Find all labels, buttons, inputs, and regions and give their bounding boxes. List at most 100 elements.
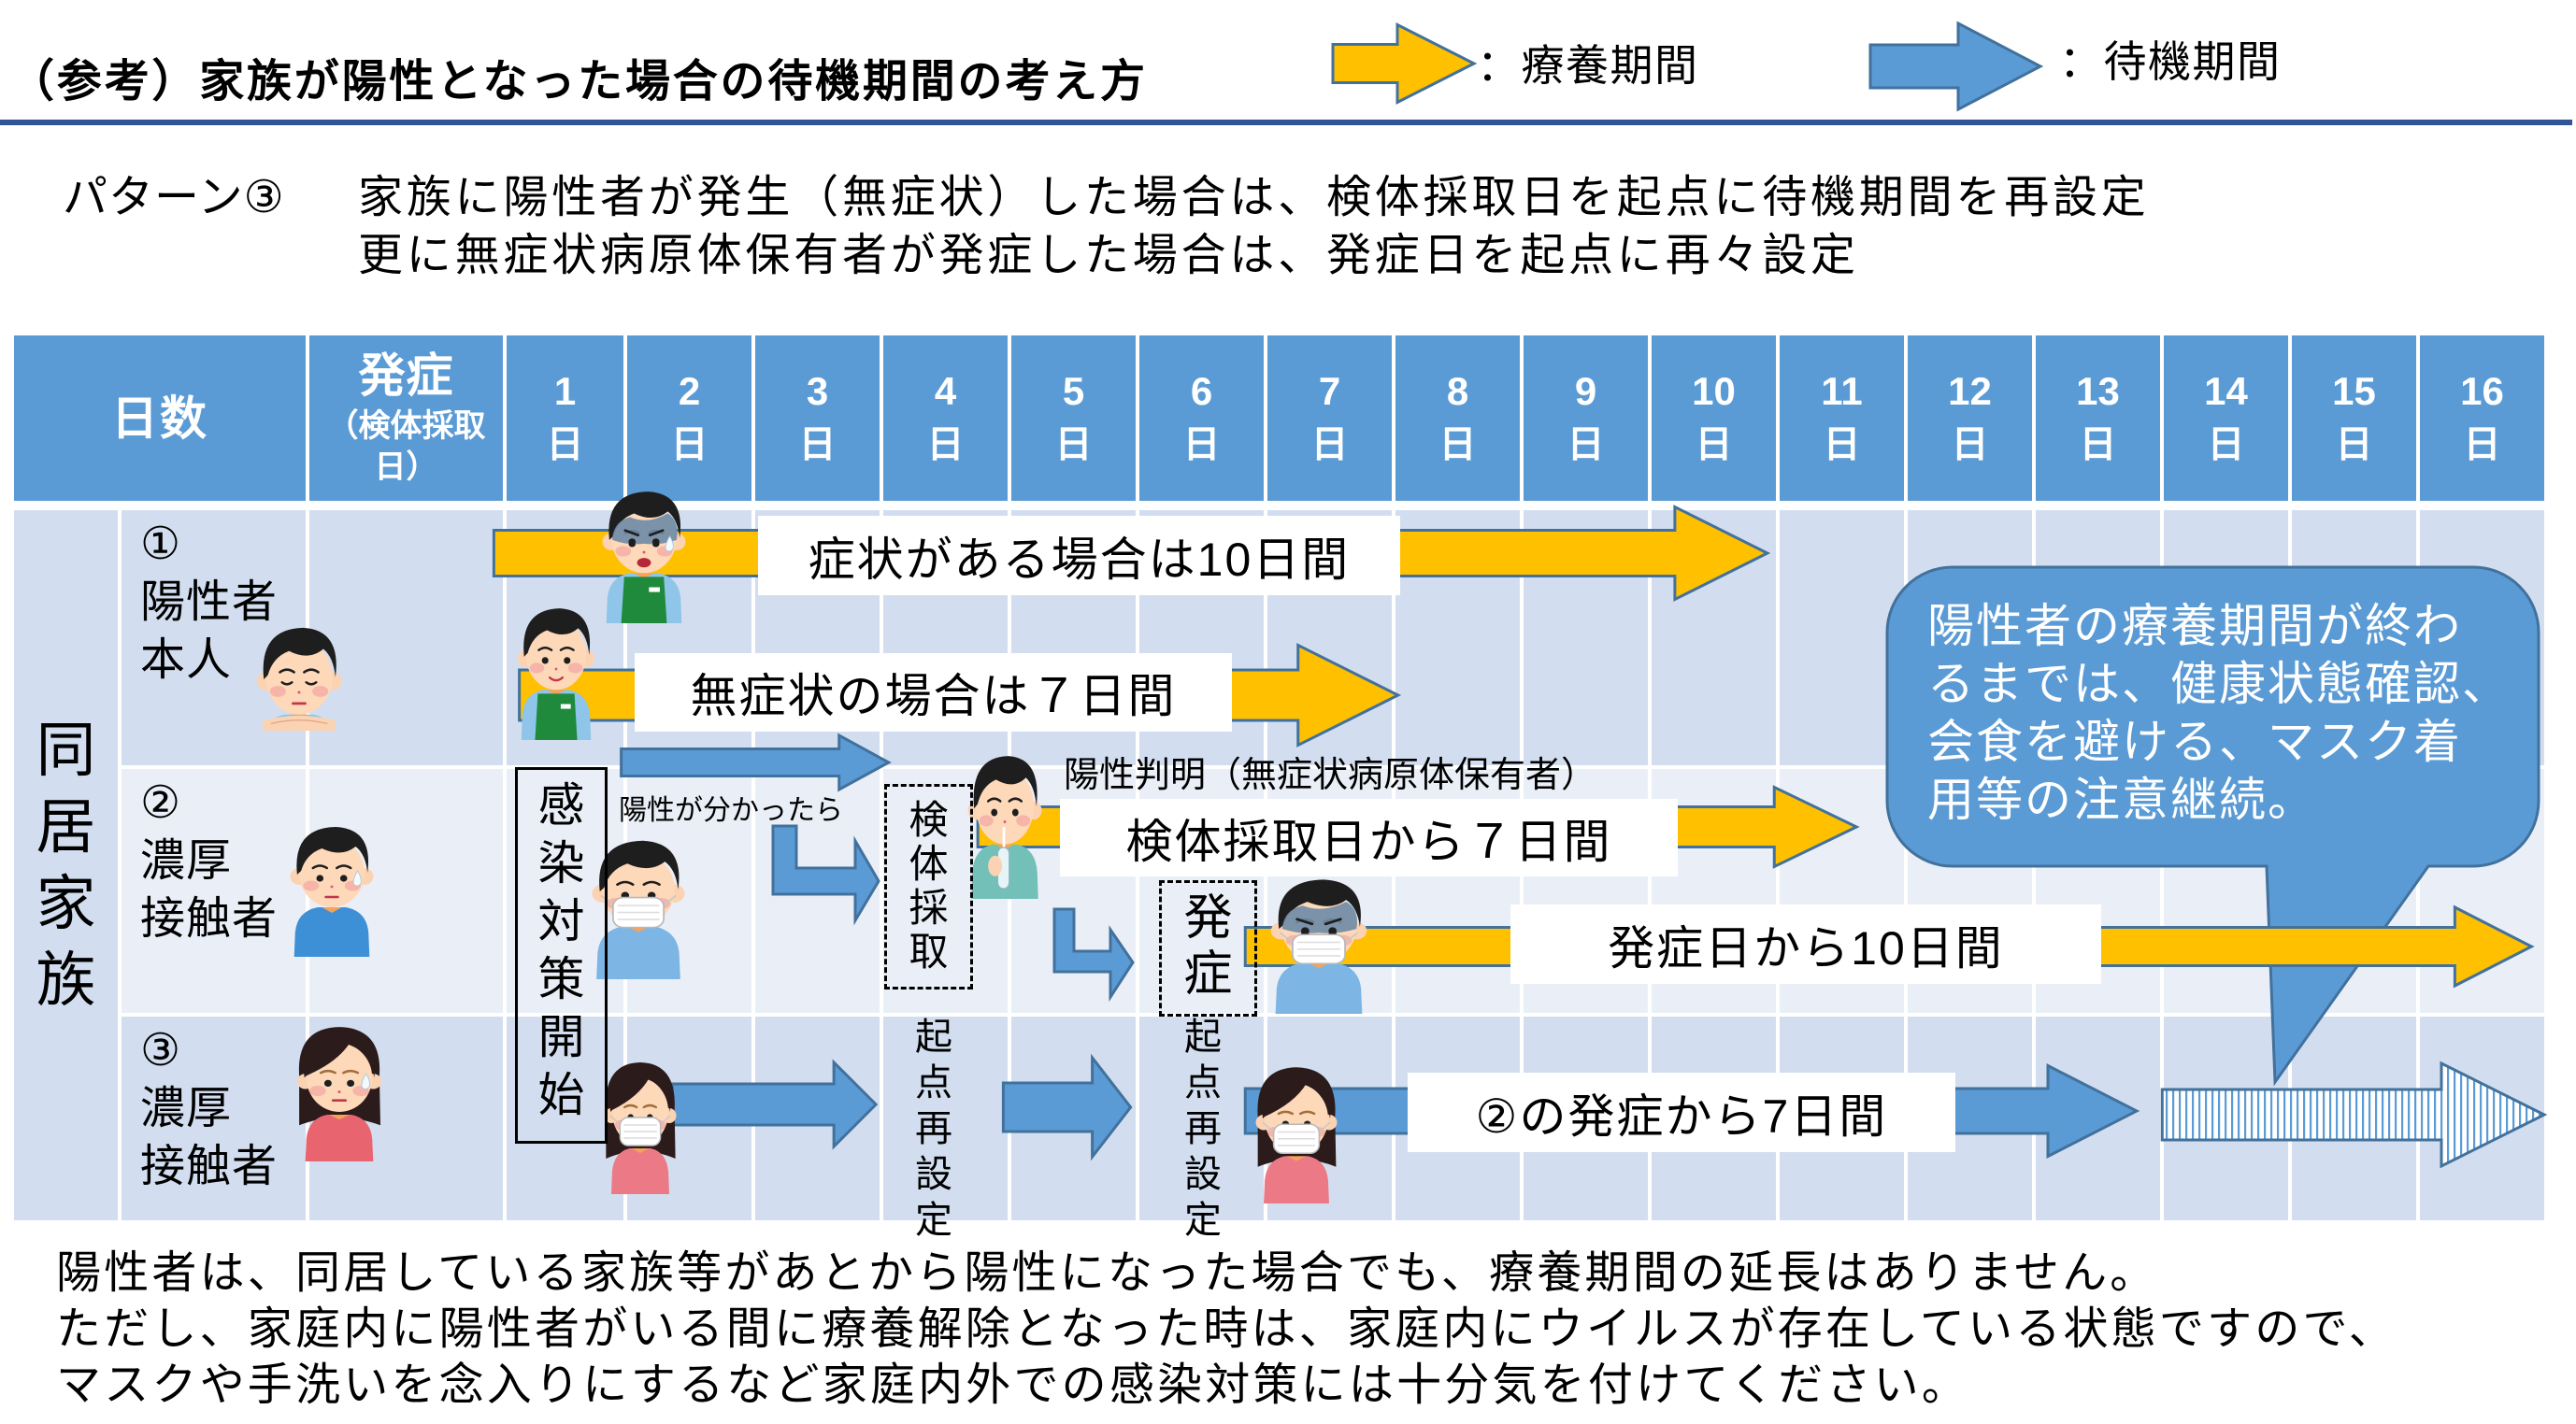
- day-header: 11 日: [1780, 335, 1904, 501]
- day-number: 15: [2332, 369, 2376, 413]
- day-header: 10 日: [1652, 335, 1776, 501]
- elbow-arrow-if-positive: [771, 824, 880, 926]
- header-onset-cell: 発症 （検体採取日）: [309, 335, 503, 501]
- day-number: 7: [1318, 369, 1341, 413]
- day-number: 16: [2460, 369, 2504, 413]
- row-label-3: ③ 濃厚 接触者: [122, 1017, 306, 1220]
- table-cell: [883, 1017, 1008, 1220]
- table-cell: [309, 510, 503, 765]
- callout-line: るまでは、健康状態確認、: [1927, 658, 2511, 710]
- day-header: 13 日: [2036, 335, 2160, 501]
- onset-label: 発症: [1183, 891, 1233, 1002]
- person-masked-woman-illustration: [603, 1061, 678, 1194]
- day-unit: 日: [2463, 424, 2501, 465]
- reset-start-label: 起点再設定: [1184, 1015, 1222, 1244]
- day-unit: 日: [1951, 424, 1989, 465]
- onset-box: 発症: [1159, 880, 1257, 1017]
- day-unit: 日: [1695, 424, 1733, 465]
- infection-control-start-label: 感染対策開始: [537, 779, 585, 1121]
- day-unit: 日: [926, 424, 965, 465]
- person-masked-woman-illustration: [1254, 1066, 1338, 1203]
- day-header: 15 日: [2292, 335, 2416, 501]
- row-number: ②: [140, 778, 182, 828]
- legend-isolation-arrow-icon: [1331, 22, 1478, 105]
- callout-line: 用等の注意継続。: [1927, 774, 2316, 826]
- pattern-description-line: 更に無症状病原体保有者が発症した場合は、発症日を起点に再々設定: [358, 231, 1859, 280]
- person-close-contact-2-illustration: [289, 825, 375, 957]
- waiting-period-arrow: [1001, 1053, 1133, 1161]
- legend-waiting-label: ：待機期間: [2059, 37, 2282, 86]
- waiting-period-arrow: [670, 1059, 879, 1150]
- day-number: 4: [934, 369, 957, 413]
- day-unit: 日: [798, 424, 837, 465]
- callout-line: 陽性者の療養期間が終わ: [1927, 600, 2462, 652]
- period-label-from-specimen: 検体採取日から７日間: [1060, 799, 1678, 876]
- row-label-line: 接触者: [140, 1142, 279, 1191]
- footer-note: 陽性者は、同居している家族等があとから陽性になった場合でも、療養期間の延長はあり…: [56, 1246, 2397, 1414]
- table-cell: [1139, 1017, 1264, 1220]
- day-unit: 日: [1823, 424, 1861, 465]
- day-number: 10: [1692, 369, 1736, 413]
- page-title: （参考）家族が陽性となった場合の待機期間の考え方: [9, 57, 1148, 107]
- crossed-arms: [262, 715, 336, 731]
- period-label-symptomatic: 症状がある場合は10日間: [758, 516, 1400, 595]
- specimen-collection-box: 検体採取: [884, 784, 973, 990]
- day-number: 11: [1821, 369, 1863, 413]
- period-label-asymptomatic: 無症状の場合は７日間: [635, 653, 1232, 732]
- day-unit: 日: [2207, 424, 2245, 465]
- callout-line: 会食を避ける、マスク着: [1927, 716, 2462, 768]
- period-label-from-onset: 発症日から10日間: [1510, 904, 2101, 984]
- infection-control-start-box: 感染対策開始: [515, 767, 608, 1144]
- day-number: 2: [678, 369, 701, 413]
- reset-start-label: 起点再設定: [915, 1015, 952, 1244]
- row-label-line: 濃厚: [140, 836, 233, 886]
- day-unit: 日: [1438, 424, 1477, 465]
- pattern-description-line: 家族に陽性者が発生（無症状）した場合は、検体採取日を起点に待機期間を再設定: [358, 173, 2150, 222]
- header-onset-sub-label: （検体採取日）: [326, 408, 486, 485]
- row-number: ③: [140, 1026, 182, 1075]
- table-cell: [507, 1017, 623, 1220]
- apron: [535, 693, 578, 740]
- table-cell: [1780, 510, 1904, 765]
- apron: [621, 577, 667, 623]
- person-close-contact-3-illustration: [295, 1025, 383, 1161]
- day-header: 14 日: [2164, 335, 2288, 501]
- caution-period-arrow: [2160, 1061, 2548, 1169]
- day-number: 13: [2076, 369, 2120, 413]
- day-unit: 日: [1054, 424, 1093, 465]
- day-unit: 日: [2079, 424, 2117, 465]
- row-label-line: 陽性者: [140, 577, 279, 627]
- elbow-arrow-to-onset: [1052, 907, 1135, 1003]
- header-days-label: 日数: [111, 392, 208, 445]
- row-label-line: 濃厚: [140, 1084, 233, 1133]
- row-label-2: ② 濃厚 接触者: [122, 769, 306, 1013]
- callout-bubble: [1885, 565, 2540, 1087]
- day-number: 8: [1446, 369, 1469, 413]
- day-unit: 日: [1182, 424, 1221, 465]
- footer-line: ただし、家庭内に陽性者がいる間に療養解除となった時は、家庭内にウイルスが存在して…: [56, 1304, 2397, 1354]
- day-unit: 日: [670, 424, 708, 465]
- specimen-collection-label: 検体採取: [909, 798, 949, 974]
- legend-waiting-arrow-icon: [1868, 21, 2044, 112]
- title-divider: [0, 120, 2572, 125]
- day-header: 16 日: [2420, 335, 2544, 501]
- pattern-label: パターン③: [63, 173, 285, 222]
- day-number: 3: [806, 369, 829, 413]
- period-label-from-case2-onset: ②の発症から7日間: [1408, 1073, 1955, 1152]
- day-unit: 日: [2335, 424, 2373, 465]
- positive-identified-label: 陽性判明（無症状病原体保有者）: [1064, 756, 1597, 795]
- day-number: 14: [2204, 369, 2248, 413]
- row-label-line: 本人: [140, 635, 233, 685]
- header-onset-label: 発症: [358, 349, 454, 402]
- day-number: 5: [1062, 369, 1085, 413]
- day-number: 12: [1948, 369, 1992, 413]
- row-number: ①: [140, 520, 182, 569]
- row-label-line: 接触者: [140, 894, 279, 944]
- day-number: 6: [1190, 369, 1213, 413]
- group-label-cell: 同居家族: [14, 510, 118, 1220]
